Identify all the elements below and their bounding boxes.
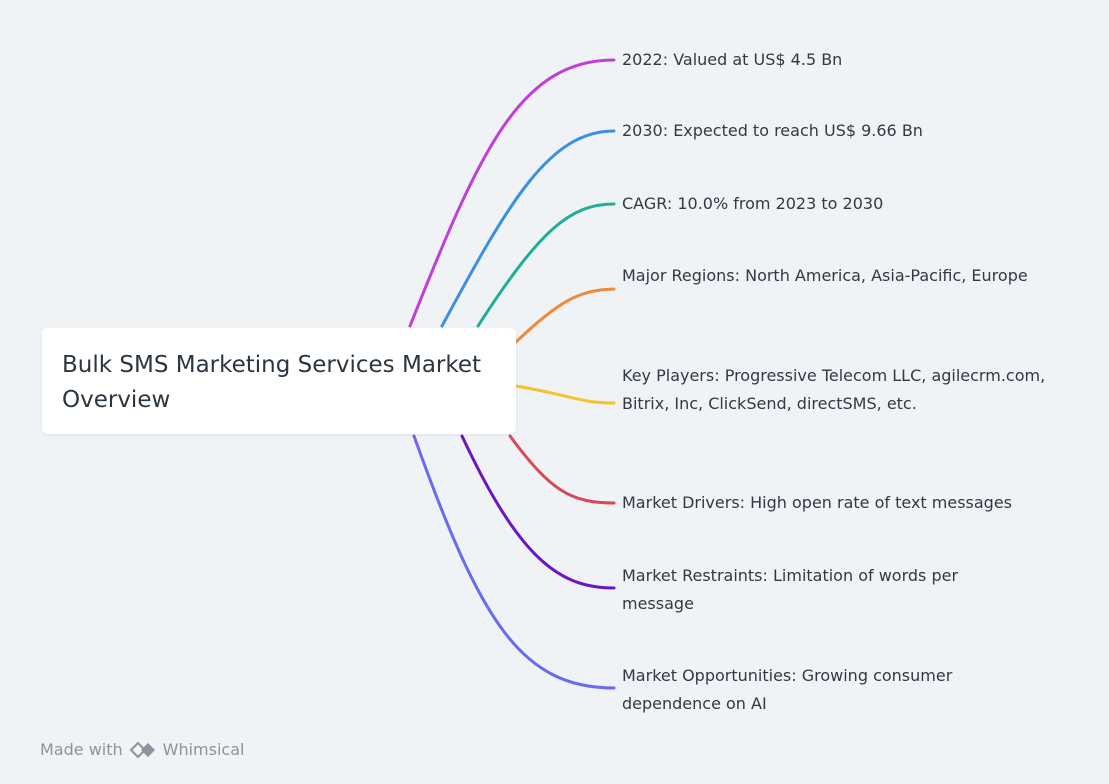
branch-node-major-regions[interactable]: Major Regions: North America, Asia-Pacif…	[622, 266, 1028, 285]
root-node-title: Bulk SMS Marketing Services Market Overv…	[62, 352, 482, 413]
branch-node-market-restraints[interactable]: Market Restraints: Limitation of words p…	[622, 566, 959, 613]
footer-watermark[interactable]: Made with Whimsical	[40, 740, 244, 759]
branch-node-market-drivers[interactable]: Market Drivers: High open rate of text m…	[622, 493, 1013, 512]
branch-node-key-players[interactable]: Key Players: Progressive Telecom LLC, ag…	[622, 366, 1046, 413]
connector-branch-0	[408, 58, 616, 328]
connector-branch-7	[412, 434, 616, 690]
connector-branch-1	[440, 129, 616, 328]
branch-node-valuation-2022[interactable]: 2022: Valued at US$ 4.5 Bn	[622, 50, 843, 69]
root-node[interactable]: Bulk SMS Marketing Services Market Overv…	[42, 328, 516, 434]
whimsical-brand-text: Whimsical	[162, 740, 245, 759]
made-with-text: Made with	[40, 740, 123, 759]
connector-branch-4	[514, 384, 616, 405]
connector-branch-6	[460, 434, 616, 590]
connector-branch-2	[476, 202, 616, 328]
connector-branch-5	[508, 434, 616, 505]
branch-node-market-opportunities[interactable]: Market Opportunities: Growing consumer d…	[622, 666, 953, 713]
whimsical-logo-icon	[129, 741, 157, 759]
connector-branch-3	[514, 287, 616, 344]
branch-node-forecast-2030[interactable]: 2030: Expected to reach US$ 9.66 Bn	[622, 121, 923, 140]
branch-node-cagr[interactable]: CAGR: 10.0% from 2023 to 2030	[622, 194, 884, 213]
